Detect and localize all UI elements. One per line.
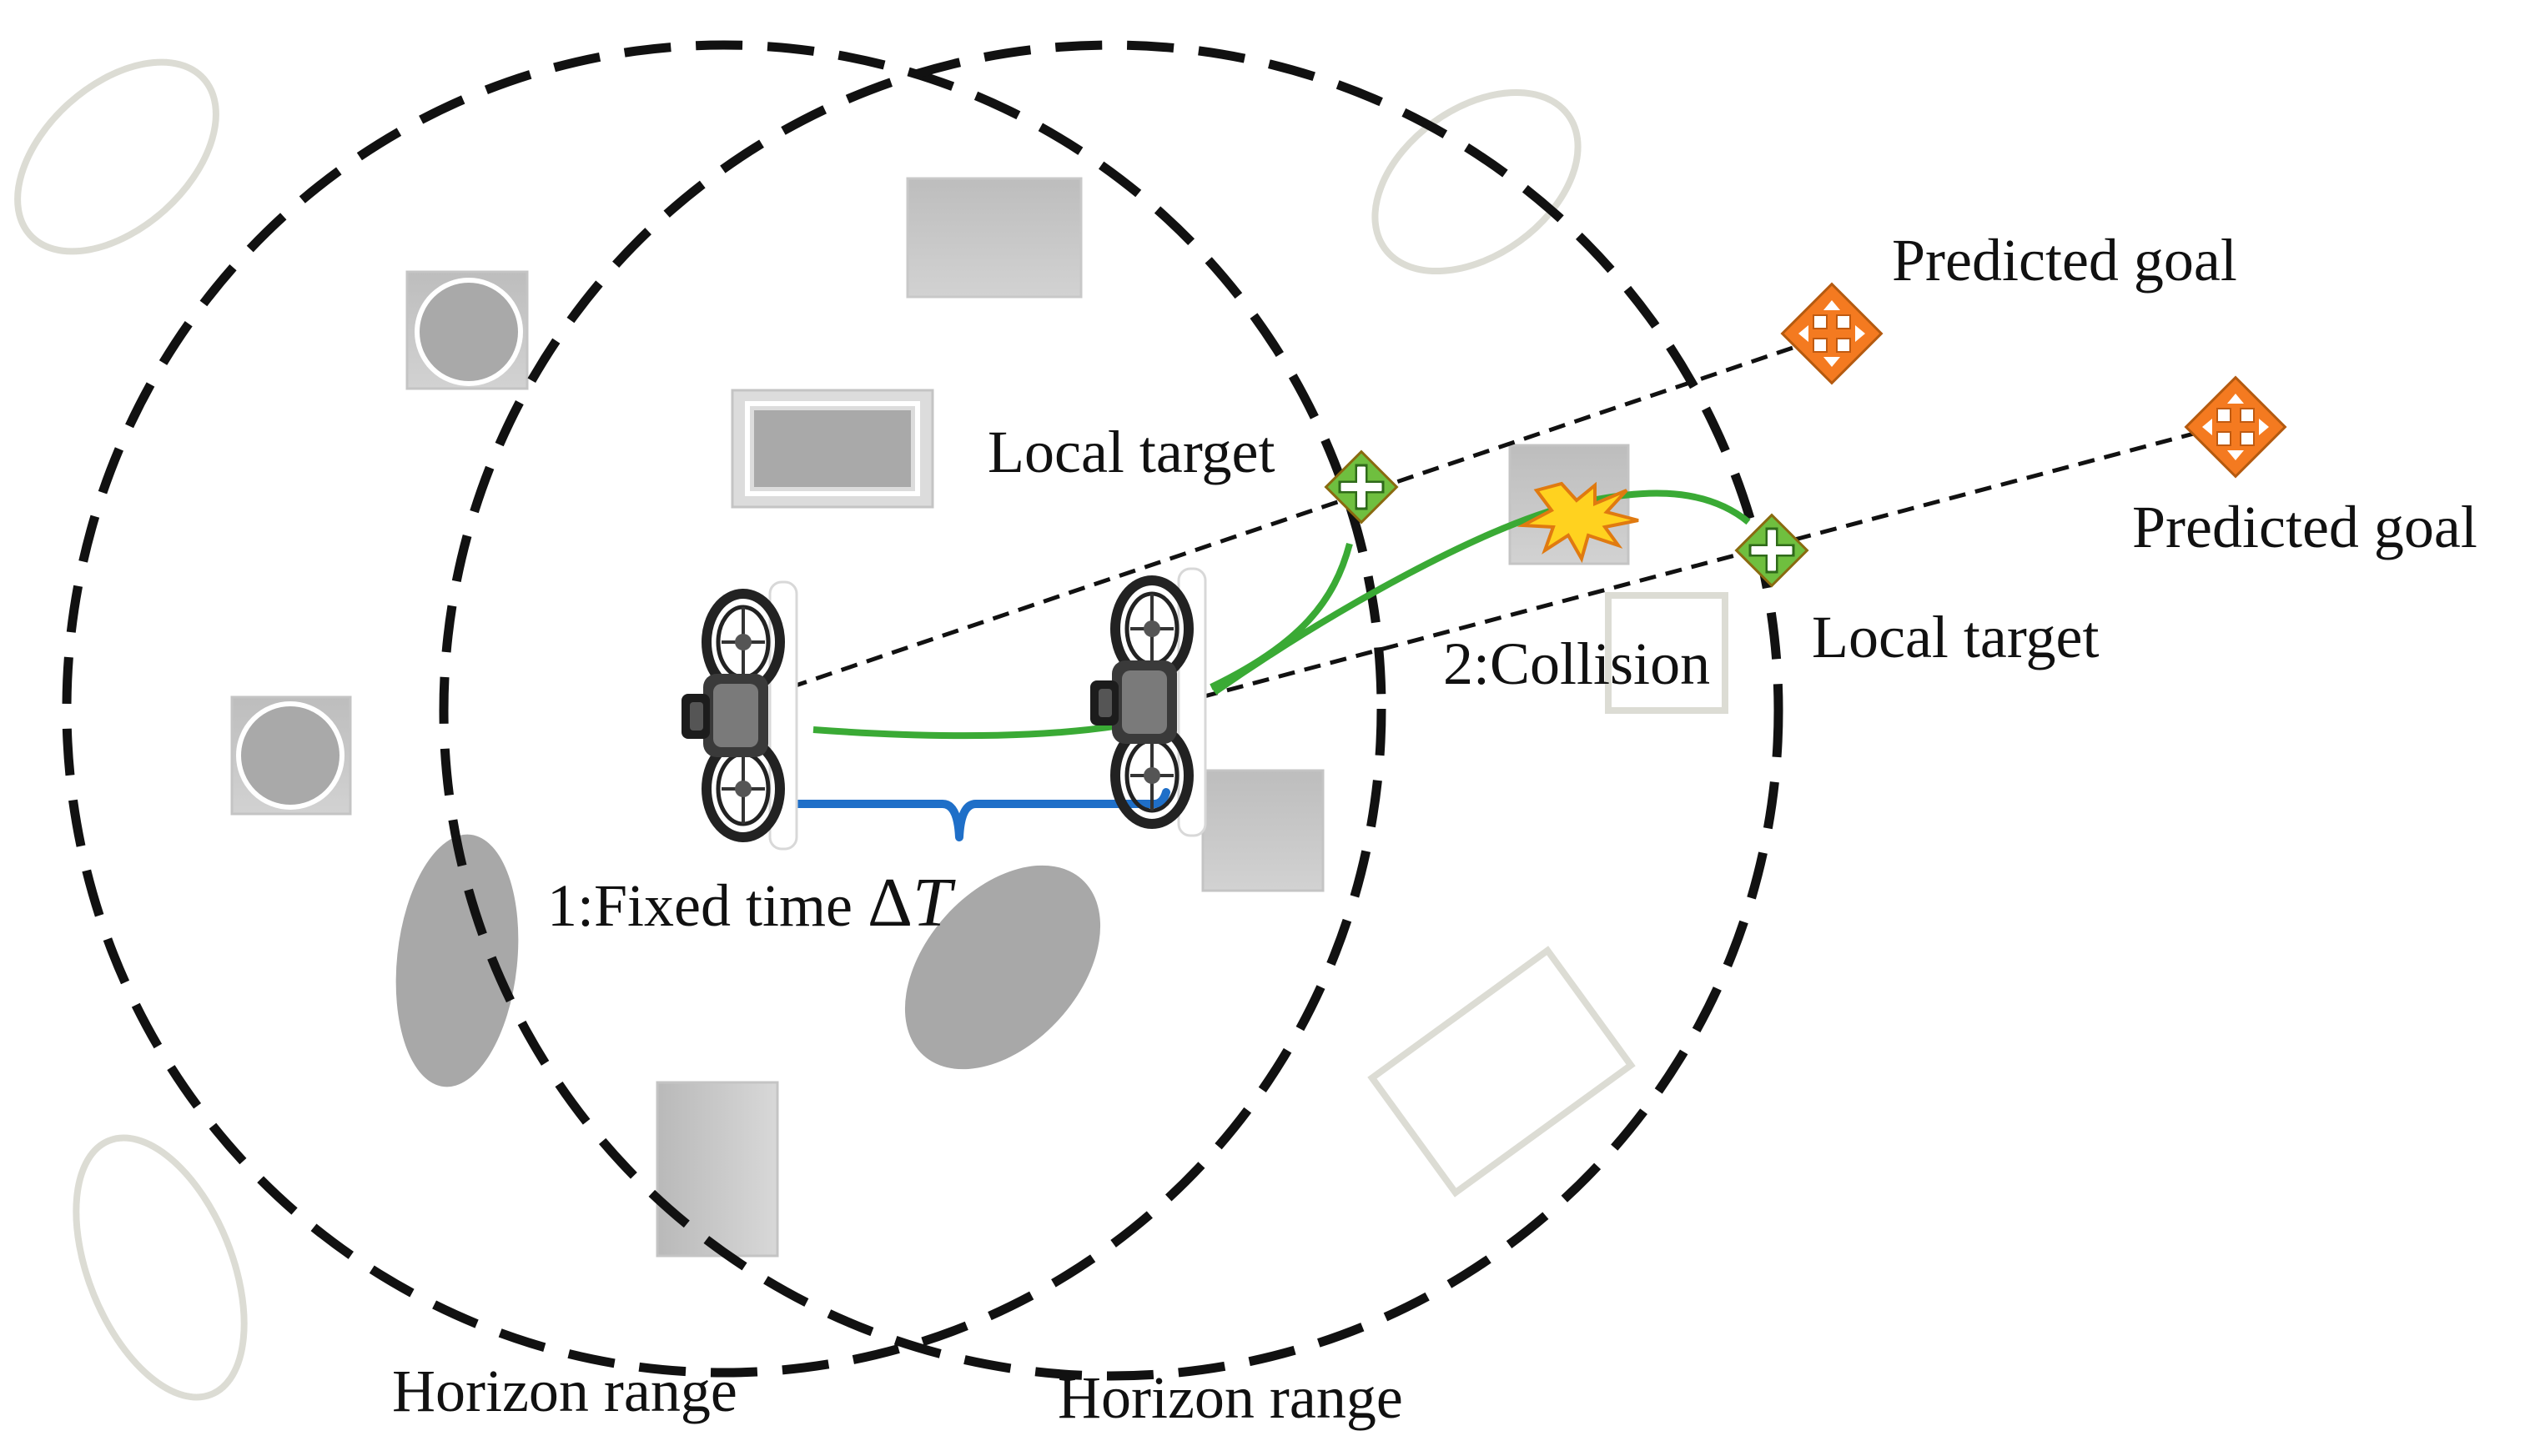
obstacle-square-outline [1605,592,1728,714]
local-target-label-2: Local target [1812,604,2100,670]
delta-symbol: Δ [868,864,913,941]
drone-next [1090,569,1205,836]
predicted-goal-label-1: Predicted goal [1892,227,2237,294]
obstacle-ellipse-outline [14,58,219,255]
predicted-goal-label-2: Predicted goal [2132,494,2477,560]
horizon-range-label-2: Horizon range [1058,1364,1403,1431]
predicted-goal-marker-icon [2185,376,2286,478]
obstacle-box [1201,769,1325,892]
obstacle-ellipse-outline [73,1134,248,1401]
collision-marker-icon [1516,481,1639,564]
fixed-time-brace [785,788,1170,841]
obstacle-ellipse [395,834,519,1087]
obstacle-rect-outline [1367,946,1636,1197]
trajectory-collision [1212,490,1751,695]
drone-start [682,582,797,849]
obstacle-ellipse-outline [1371,88,1582,275]
delta-variable: T [913,864,956,941]
obstacle-box [906,177,1083,299]
obstacle-circle [415,278,523,386]
goal-ray-1 [790,339,1811,690]
obstacle-ellipse [904,865,1101,1070]
collision-label: 2:Collision [1443,630,1710,697]
obstacle-circle [236,701,345,810]
predicted-goal-marker-icon [1781,283,1883,384]
horizon-range-circle-2 [439,40,1783,1381]
obstacle-box [656,1081,779,1258]
horizon-range-label-1: Horizon range [392,1358,737,1424]
local-target-label-1: Local target [988,419,1275,485]
horizon-range-circle-1 [62,40,1386,1378]
goal-ray-2 [1200,424,2220,700]
local-target-marker-icon [1735,514,1808,587]
fixed-time-label: 1:Fixed time ΔT [547,864,956,941]
